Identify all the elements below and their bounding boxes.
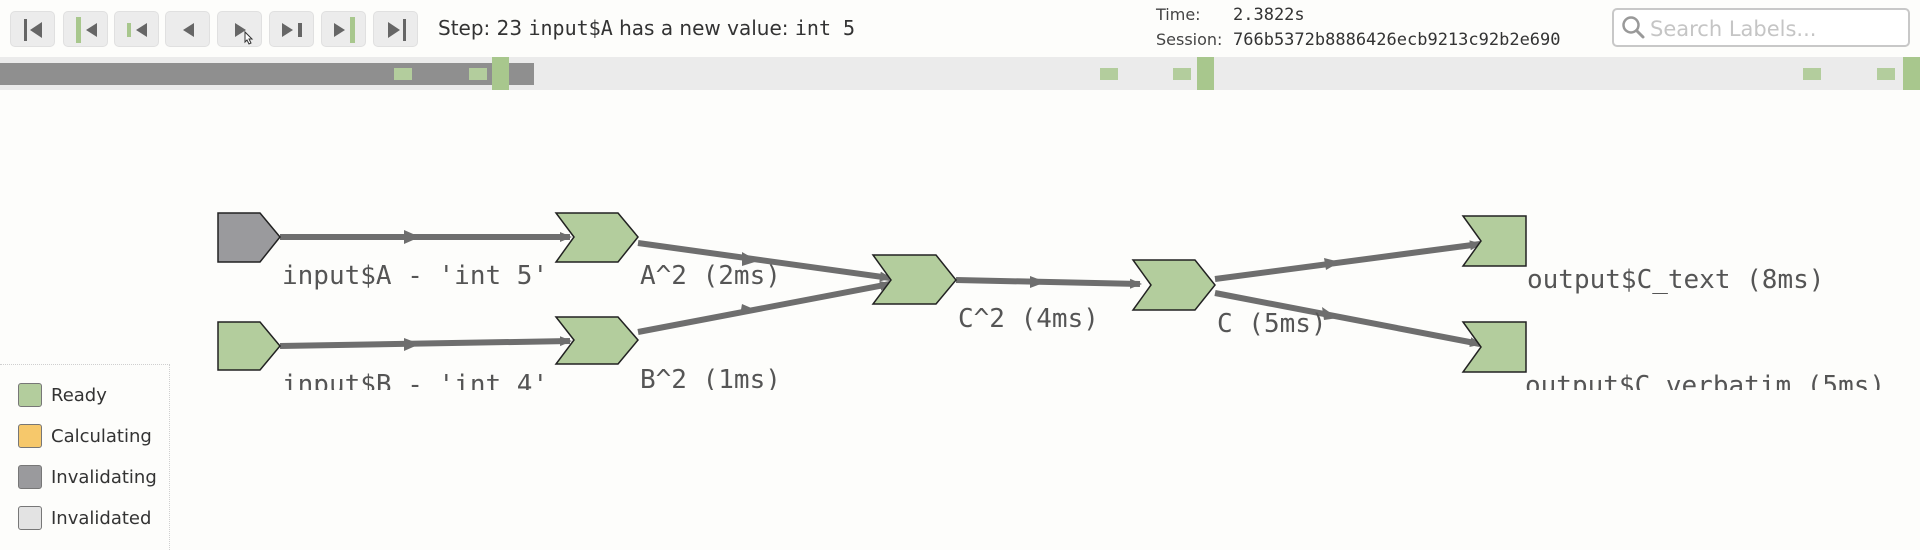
- node-label-B2: B^2 (1ms): [640, 365, 781, 390]
- previous-idle-icon: [127, 23, 147, 37]
- edge-C-output-verbatim: [1214, 290, 1482, 348]
- reactive-graph: input$A - 'int 5' input$B - 'int 4' A^2 …: [217, 212, 1885, 390]
- search-box[interactable]: [1612, 8, 1910, 47]
- legend-swatch-calculating: [18, 424, 42, 448]
- timeline-major-marker[interactable]: [1903, 57, 1920, 90]
- previous-marker-icon: [76, 17, 97, 43]
- node-label-C2: C^2 (4ms): [958, 304, 1099, 334]
- legend-label: Calculating: [51, 426, 152, 447]
- session-value: 766b5372b8886426ecb9213c92b2e690: [1233, 30, 1561, 50]
- legend-label: Invalidating: [51, 467, 157, 488]
- timeline-major-marker[interactable]: [1197, 57, 1214, 90]
- node-C[interactable]: [1131, 259, 1216, 311]
- node-label-inputA: input$A - 'int 5': [282, 261, 548, 291]
- timeline-marker[interactable]: [1877, 68, 1895, 80]
- edge-C2-C: [955, 277, 1142, 289]
- prev-idle-button[interactable]: [114, 11, 159, 47]
- edge-C-output-text: [1214, 240, 1482, 282]
- node-A2[interactable]: [554, 212, 639, 263]
- edge-A2-C2: [637, 240, 892, 282]
- skip-to-last-icon: [388, 19, 406, 41]
- skip-to-first-icon: [24, 19, 42, 41]
- node-C2[interactable]: [871, 254, 957, 305]
- legend: Ready Calculating Invalidating Invalidat…: [0, 364, 170, 550]
- last-step-button[interactable]: [373, 11, 418, 47]
- timeline-marker[interactable]: [1803, 68, 1821, 80]
- legend-label: Ready: [51, 385, 107, 406]
- step-number: Step: 23: [438, 16, 523, 40]
- toolbar: Step: 23 input$A has a new value: int 5 …: [0, 0, 1920, 57]
- edge-inputB-B2: [279, 336, 572, 349]
- step-back-icon: [183, 23, 194, 37]
- node-output-verbatim[interactable]: [1461, 321, 1527, 373]
- timeline-marker[interactable]: [1100, 68, 1118, 80]
- search-icon: [1622, 16, 1645, 39]
- timeline-major-marker[interactable]: [492, 57, 509, 90]
- node-label-C: C (5ms): [1217, 309, 1327, 339]
- prev-marker-button[interactable]: [63, 11, 108, 47]
- timeline-marker[interactable]: [1173, 68, 1191, 80]
- next-marker-button[interactable]: [321, 11, 366, 47]
- time-label: Time:: [1156, 5, 1201, 24]
- next-marker-icon: [334, 17, 355, 43]
- time-value: 2.3822s: [1233, 5, 1305, 25]
- search-input[interactable]: [1648, 14, 1907, 44]
- next-idle-button[interactable]: [269, 11, 314, 47]
- next-idle-icon: [282, 23, 302, 37]
- node-label-output-text: output$C_text (8ms): [1527, 265, 1824, 295]
- step-reactive-name: input$A: [528, 16, 613, 40]
- timeline-marker[interactable]: [469, 68, 487, 80]
- timeline[interactable]: [0, 57, 1920, 90]
- step-message: has a new value:: [619, 16, 789, 40]
- step-description: Step: 23 input$A has a new value: int 5: [438, 16, 855, 40]
- node-label-A2: A^2 (2ms): [640, 261, 781, 291]
- step-value: int 5: [794, 16, 856, 40]
- step-back-button[interactable]: [165, 11, 210, 47]
- node-B2[interactable]: [554, 316, 639, 365]
- node-label-inputB: input$B - 'int 4': [282, 370, 548, 390]
- timeline-marker[interactable]: [394, 68, 412, 80]
- legend-swatch-invalidating: [18, 465, 42, 489]
- edge-B2-C2: [637, 280, 892, 335]
- legend-label: Invalidated: [51, 508, 152, 529]
- step-forward-icon: [235, 23, 254, 45]
- legend-swatch-invalidated: [18, 506, 42, 530]
- session-label: Session:: [1156, 30, 1223, 49]
- first-step-button[interactable]: [10, 11, 55, 47]
- node-inputB[interactable]: [217, 321, 281, 371]
- node-inputA[interactable]: [217, 212, 281, 263]
- legend-swatch-ready: [18, 383, 42, 407]
- step-forward-button[interactable]: [217, 11, 262, 47]
- node-output-text[interactable]: [1461, 215, 1527, 267]
- timeline-progress: [0, 63, 534, 85]
- node-label-output-verbatim: output$C_verbatim (5ms): [1525, 371, 1885, 390]
